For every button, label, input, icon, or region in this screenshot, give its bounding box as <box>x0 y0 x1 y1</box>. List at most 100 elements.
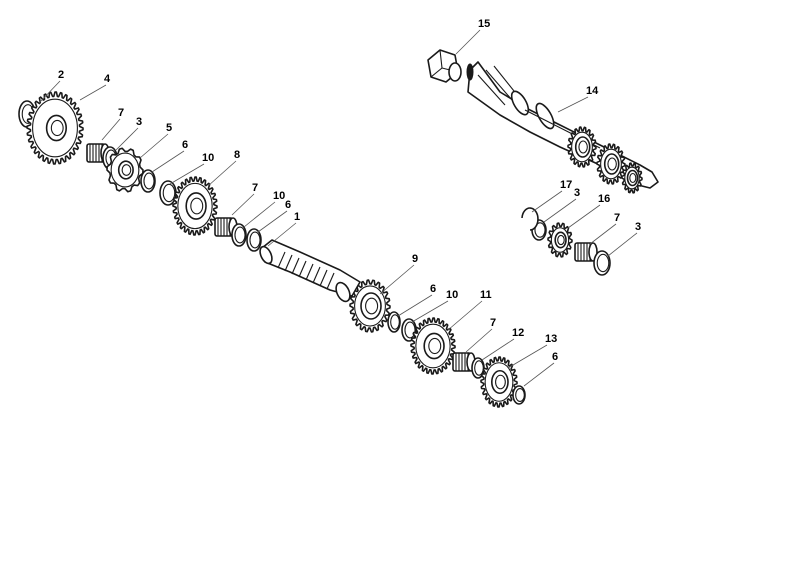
callout-3: 3 <box>115 116 142 151</box>
callout-label: 16 <box>598 193 610 205</box>
callout-label: 10 <box>273 190 285 202</box>
callout-label: 6 <box>552 351 558 363</box>
leader-line <box>39 80 61 103</box>
callout-label: 2 <box>58 69 64 81</box>
callout-label: 7 <box>118 107 124 119</box>
callout-16: 16 <box>567 193 610 229</box>
leader-line <box>481 338 515 361</box>
callout-7: 7 <box>101 107 124 141</box>
leader-line <box>379 264 415 295</box>
shaft-gear-14a <box>567 126 597 168</box>
leader-line <box>589 223 617 245</box>
callout-15: 15 <box>455 18 490 55</box>
leader-line <box>531 190 563 213</box>
callout-label: 3 <box>136 116 142 128</box>
leader-line <box>101 118 121 141</box>
callout-label: 17 <box>560 179 572 191</box>
leader-line <box>411 300 449 323</box>
callout-11: 11 <box>447 289 492 331</box>
parts-layer <box>18 49 659 408</box>
circlip-part-6c <box>387 311 401 333</box>
callout-label: 14 <box>586 85 599 97</box>
callout-label: 6 <box>430 283 436 295</box>
callout-label: 3 <box>574 187 580 199</box>
callout-label: 6 <box>285 199 291 211</box>
leader-line <box>523 362 555 387</box>
callout-label: 13 <box>545 333 557 345</box>
leader-line <box>543 198 577 223</box>
callout-10: 10 <box>169 152 214 185</box>
bearing-part-7b <box>214 217 238 237</box>
nut-part-15 <box>427 49 474 83</box>
callout-1: 1 <box>267 211 300 247</box>
circlip-part-17 <box>521 207 539 231</box>
callout-label: 3 <box>635 221 641 233</box>
gear-part-8 <box>172 176 218 236</box>
callout-label: 7 <box>614 212 620 224</box>
callout-label: 8 <box>234 149 240 161</box>
leader-line <box>79 84 107 101</box>
gear-part-9 <box>349 279 391 333</box>
gear-layer <box>18 91 643 408</box>
shaft-gear-14b <box>596 143 626 185</box>
leader-line <box>243 201 276 228</box>
leader-line <box>447 300 483 331</box>
callout-3: 3 <box>543 187 580 223</box>
callout-label: 1 <box>294 211 300 223</box>
leader-line <box>507 344 548 369</box>
leader-line <box>397 294 433 317</box>
leader-line <box>607 232 638 257</box>
callout-10: 10 <box>411 289 458 323</box>
circlip-part-6d <box>512 385 526 405</box>
callout-14: 14 <box>557 85 599 113</box>
callout-label: 9 <box>412 253 418 265</box>
callout-label: 10 <box>202 152 214 164</box>
callout-3: 3 <box>607 221 641 257</box>
callout-label: 11 <box>480 289 492 301</box>
callout-6: 6 <box>257 199 291 233</box>
callout-label: 12 <box>512 327 524 339</box>
callout-4: 4 <box>79 73 111 101</box>
leader-line <box>231 193 255 216</box>
leader-line <box>455 29 481 55</box>
leader-line <box>257 210 288 233</box>
gear-part-16 <box>547 222 573 258</box>
bearing-part-7d <box>574 242 598 262</box>
callout-13: 13 <box>507 333 557 369</box>
callout-label: 5 <box>166 122 172 134</box>
washer-part-10a <box>159 180 177 206</box>
callout-label: 7 <box>252 182 258 194</box>
gear-part-4 <box>26 91 84 165</box>
gear-part-13 <box>480 356 518 408</box>
hub-part-5 <box>106 147 144 193</box>
leader-line <box>115 127 139 151</box>
circlip-part-6b <box>246 228 262 252</box>
callout-6: 6 <box>397 283 436 317</box>
callout-label: 4 <box>104 73 111 85</box>
leader-line <box>169 163 205 185</box>
callout-5: 5 <box>139 122 172 159</box>
leader-line <box>151 150 185 173</box>
leader-line <box>267 222 297 247</box>
callout-10: 10 <box>243 190 285 228</box>
leader-line <box>567 204 601 229</box>
gear-part-11 <box>410 317 456 375</box>
callout-8: 8 <box>207 149 240 187</box>
callout-label: 7 <box>490 317 496 329</box>
leader-line <box>139 133 169 159</box>
callout-17: 17 <box>531 179 572 213</box>
callout-12: 12 <box>481 327 524 361</box>
callout-7: 7 <box>231 182 258 216</box>
leader-line <box>207 160 237 187</box>
callout-label: 15 <box>478 18 490 30</box>
callout-6: 6 <box>151 139 188 173</box>
leader-line <box>557 96 589 113</box>
callout-9: 9 <box>379 253 418 295</box>
washer-part-3c <box>593 250 611 276</box>
callout-7: 7 <box>465 317 496 353</box>
leader-line <box>465 328 493 353</box>
callout-label: 10 <box>446 289 458 301</box>
callout-label: 6 <box>182 139 188 151</box>
